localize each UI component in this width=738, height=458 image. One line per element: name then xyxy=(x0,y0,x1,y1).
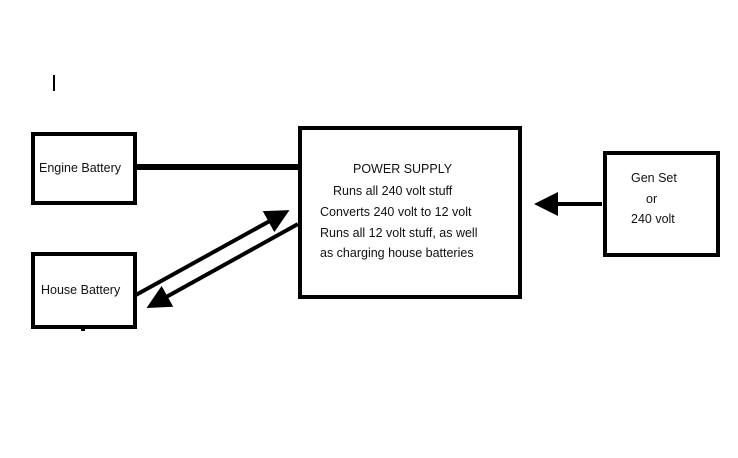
genset-box: Gen Set or 240 volt xyxy=(603,151,720,257)
power-supply-title: POWER SUPPLY xyxy=(353,162,453,176)
power-to-house-arrow xyxy=(146,222,299,308)
text-cursor xyxy=(53,75,55,91)
house-battery-label: House Battery xyxy=(41,283,121,297)
power-supply-line-1: Runs all 240 volt stuff xyxy=(333,184,453,198)
power-supply-line-2: Converts 240 volt to 12 volt xyxy=(320,205,472,219)
house-battery-box: House Battery xyxy=(31,252,137,329)
genset-line-1: Gen Set xyxy=(631,171,677,185)
house-to-power-arrow xyxy=(133,210,290,298)
engine-battery-label: Engine Battery xyxy=(39,161,121,175)
house-battery-tick xyxy=(81,326,85,331)
engine-battery-box: Engine Battery xyxy=(31,132,137,205)
power-supply-line-4: as charging house batteries xyxy=(320,246,474,260)
genset-line-3: 240 volt xyxy=(631,212,675,226)
power-supply-line-3: Runs all 12 volt stuff, as well xyxy=(320,226,478,240)
power-supply-box: POWER SUPPLY Runs all 240 volt stuff Con… xyxy=(298,126,522,299)
genset-line-2: or xyxy=(646,192,658,206)
